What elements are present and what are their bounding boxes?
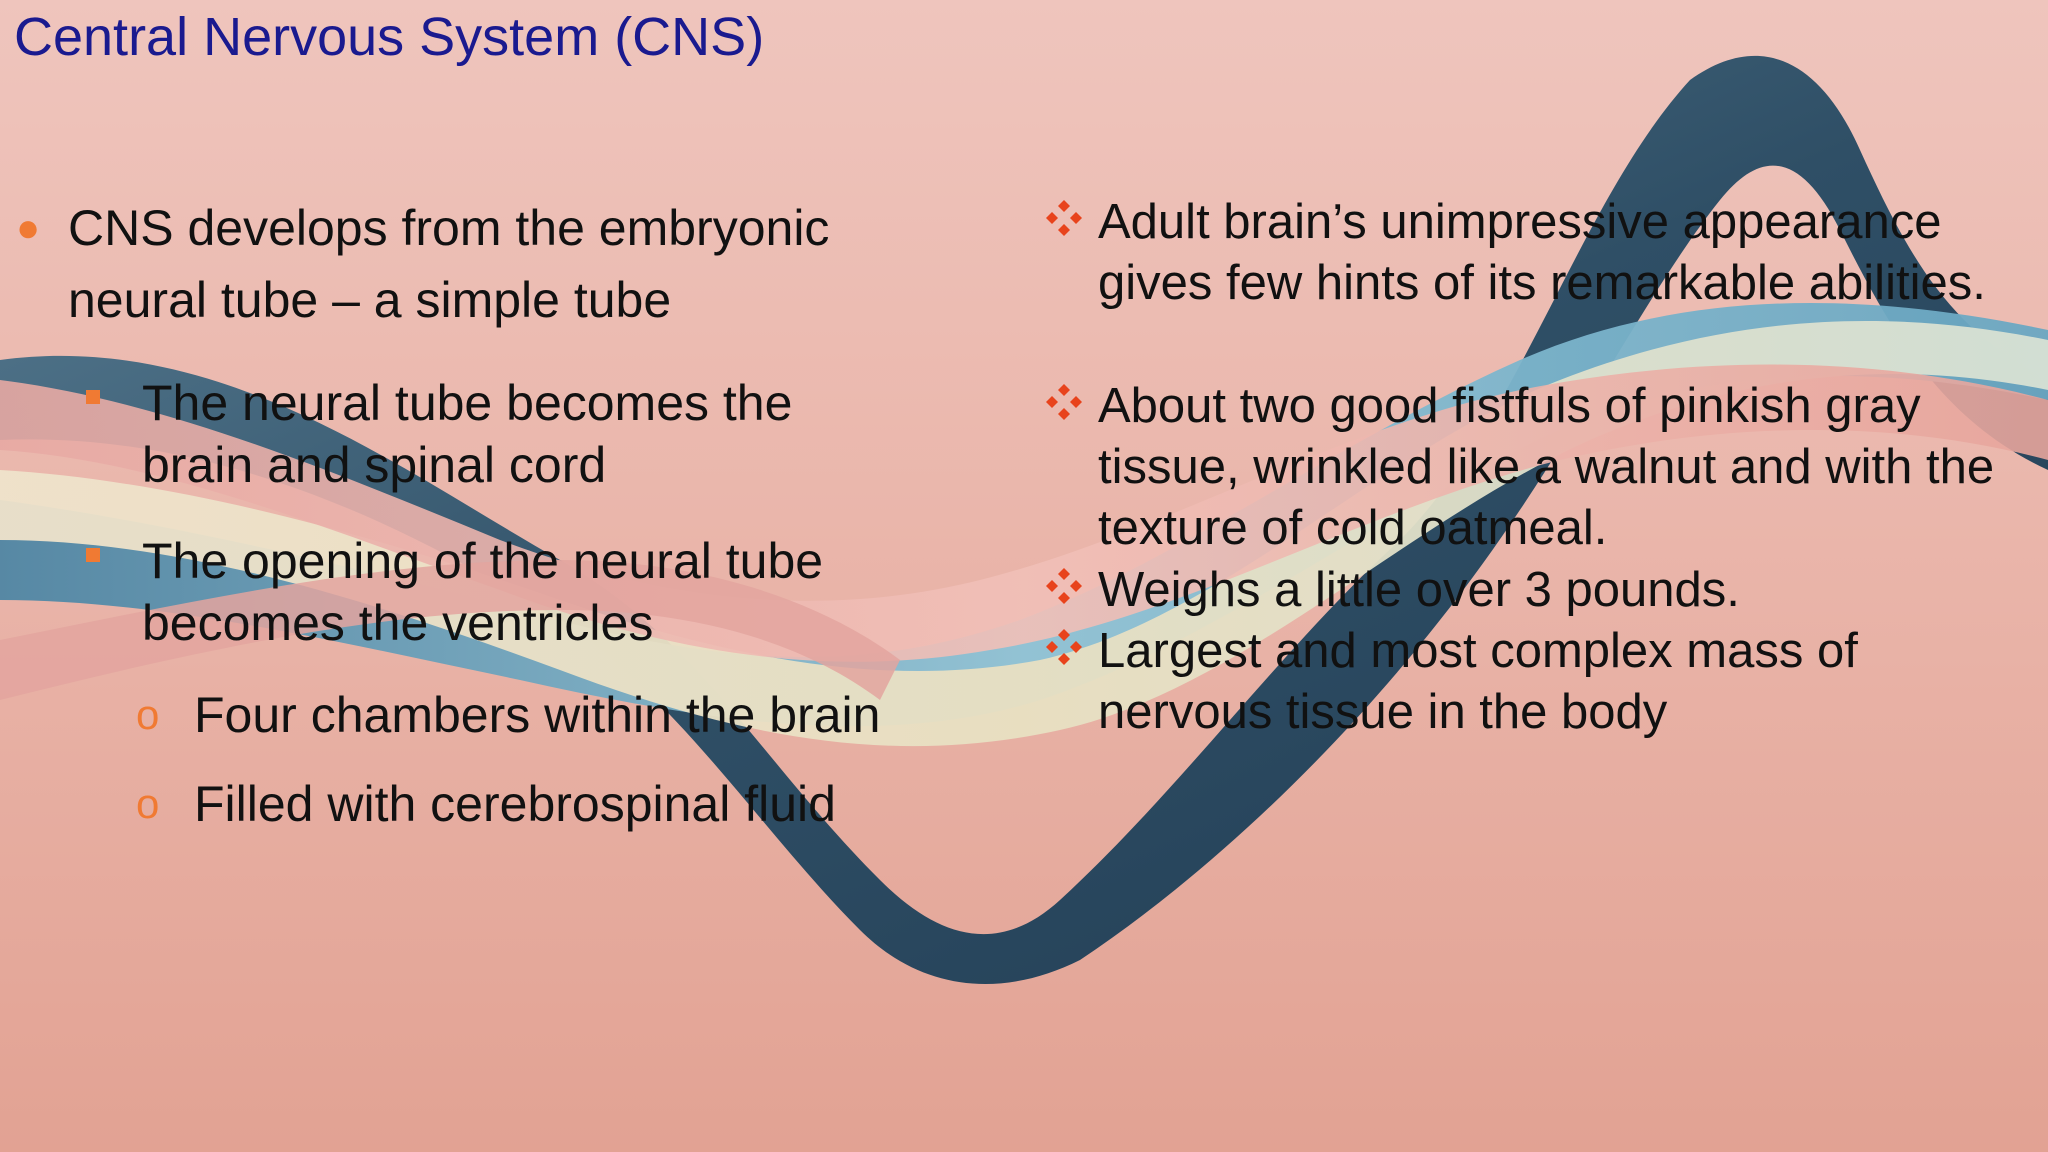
sub-bullet: The neural tube becomes the brain and sp… xyxy=(86,372,886,496)
four-diamond-bullet-icon xyxy=(1046,568,1082,604)
sub-sub-bullet-text: Four chambers within the brain xyxy=(194,687,881,743)
hollow-circle-bullet-icon: o xyxy=(136,780,160,827)
right-bullet-text: About two good fistfuls of pinkish gray … xyxy=(1098,379,1995,555)
right-bullet-text: Weighs a little over 3 pounds. xyxy=(1098,563,1740,617)
right-bullet-text: Adult brain’s unimpressive appearance gi… xyxy=(1098,195,1986,310)
slide-title: Central Nervous System (CNS) xyxy=(14,7,765,67)
square-bullet-icon xyxy=(86,548,100,562)
right-bullet: Largest and most complex mass of nervous… xyxy=(1044,621,2004,743)
sub-sub-bullet: o Four chambers within the brain xyxy=(136,684,916,746)
hollow-circle-bullet-icon: o xyxy=(136,691,160,738)
four-diamond-bullet-icon xyxy=(1046,200,1082,236)
right-bullet: Weighs a little over 3 pounds. xyxy=(1044,560,2004,621)
sub-bullet-text: The opening of the neural tube becomes t… xyxy=(142,533,824,651)
right-bullet: Adult brain’s unimpressive appearance gi… xyxy=(1044,192,2004,314)
four-diamond-bullet-icon xyxy=(1046,384,1082,420)
right-bullet: About two good fistfuls of pinkish gray … xyxy=(1044,376,2004,559)
right-bullet-text: Largest and most complex mass of nervous… xyxy=(1098,624,1858,739)
main-bullet-text: CNS develops from the embryonic neural t… xyxy=(68,200,830,328)
sub-bullet: The opening of the neural tube becomes t… xyxy=(86,530,886,654)
round-bullet-icon: ● xyxy=(16,206,41,250)
square-bullet-icon xyxy=(86,390,100,404)
sub-sub-bullet-text: Filled with cerebrospinal fluid xyxy=(194,776,836,832)
main-bullet: ● CNS develops from the embryonic neural… xyxy=(16,192,876,336)
four-diamond-bullet-icon xyxy=(1046,629,1082,665)
sub-bullet-text: The neural tube becomes the brain and sp… xyxy=(142,375,793,493)
sub-sub-bullet: o Filled with cerebrospinal fluid xyxy=(136,773,916,835)
